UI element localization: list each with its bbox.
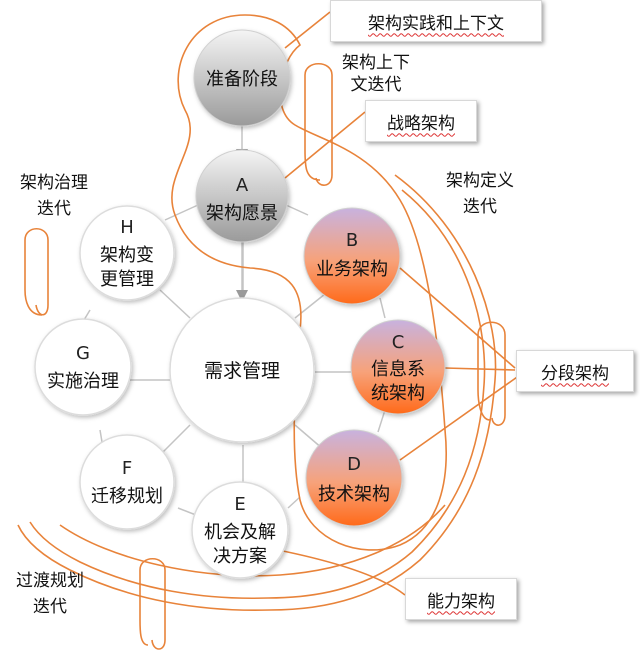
callout-segment-label: 分段架构 [541,363,609,384]
definition-iteration-label: 架构定义 迭代 [430,168,530,220]
node-h-letter: H [120,217,134,238]
callout-capability-label: 能力架构 [427,591,495,612]
context-iteration-outline [171,14,447,551]
iteration-loops [24,62,506,650]
node-a: A 架构愿景 [195,149,289,243]
link-a-b [285,204,309,216]
node-f-label: 迁移规划 [91,486,163,507]
node-b: B 业务架构 [303,207,401,305]
node-prelim: 准备阶段 [193,29,291,127]
callout-line-segment-d [399,374,521,461]
transition-iteration-arc [59,504,446,577]
node-a-letter: A [236,175,249,196]
node-c: C 信息系 统架构 [350,319,446,415]
link-b-c [379,297,386,319]
context-loop [304,62,333,186]
callout-line-context [284,11,331,49]
node-f-letter: F [122,458,132,479]
governance-iteration-label: 架构治理 迭代 [4,170,104,222]
callout-line-segment-c [444,367,516,371]
context-iteration-label: 架构上下 文迭代 [336,52,416,96]
spoke-h [159,289,191,319]
node-e-label-line2: 决方案 [213,546,267,567]
node-d: D 技术架构 [305,429,403,527]
callout-line-segment-b [399,267,516,369]
definition-loop [477,321,506,426]
node-prelim-label: 准备阶段 [206,69,278,90]
node-h-label-line2: 更管理 [100,269,154,290]
node-d-letter: D [347,454,361,475]
spoke-f [159,424,191,456]
node-e-letter: E [234,494,245,515]
callout-segment-box: 分段架构 [516,350,634,392]
definition-iteration-arc-outer [17,174,497,612]
callout-strategy-box: 战略架构 [365,100,477,142]
transition-iteration-label: 过渡规划 迭代 [0,568,100,620]
node-h-label-line1: 架构变 [100,245,154,266]
node-center: 需求管理 [169,297,315,443]
transition-iteration-line1: 过渡规划 [16,571,84,591]
callout-line-capability [267,547,406,596]
governance-loop [24,227,49,316]
node-e-label-line1: 机会及解 [204,522,276,543]
callout-line-strategy [284,111,366,179]
node-c-letter: C [392,332,405,353]
node-h: H 架构变 更管理 [79,205,175,301]
node-e: E 机会及解 决方案 [191,481,289,579]
link-d-e [287,496,301,509]
node-d-label: 技术架构 [318,484,390,505]
node-b-letter: B [346,230,358,251]
node-g-label: 实施治理 [47,371,119,392]
callout-lines [267,11,521,596]
link-e-f [177,507,197,516]
callout-context-box: 架构实践和上下文 [330,0,542,42]
context-iteration-line1: 架构上下 [342,53,410,73]
transition-iteration-line2: 迭代 [33,597,67,617]
node-c-label-line1: 信息系 [371,359,425,380]
callout-strategy-label: 战略架构 [387,113,455,134]
node-g: G 实施治理 [34,318,132,416]
transition-loop [139,557,166,650]
callout-context-label: 架构实践和上下文 [368,13,504,34]
definition-iteration-line1: 架构定义 [446,171,514,191]
node-a-label: 架构愿景 [206,203,278,224]
node-c-label-line2: 统架构 [371,383,425,404]
definition-iteration-arc-inner [29,189,486,600]
node-g-letter: G [76,343,90,364]
link-h-a [164,204,199,221]
governance-iteration-line1: 架构治理 [20,173,88,193]
callout-capability-box: 能力架构 [405,578,517,620]
definition-iteration-line2: 迭代 [463,197,497,217]
node-f: F 迁移规划 [79,434,175,530]
governance-iteration-line2: 迭代 [37,199,71,219]
link-c-d [377,409,386,433]
node-b-label: 业务架构 [316,259,388,280]
context-iteration-line2: 文迭代 [350,75,402,95]
node-center-label: 需求管理 [204,360,280,382]
